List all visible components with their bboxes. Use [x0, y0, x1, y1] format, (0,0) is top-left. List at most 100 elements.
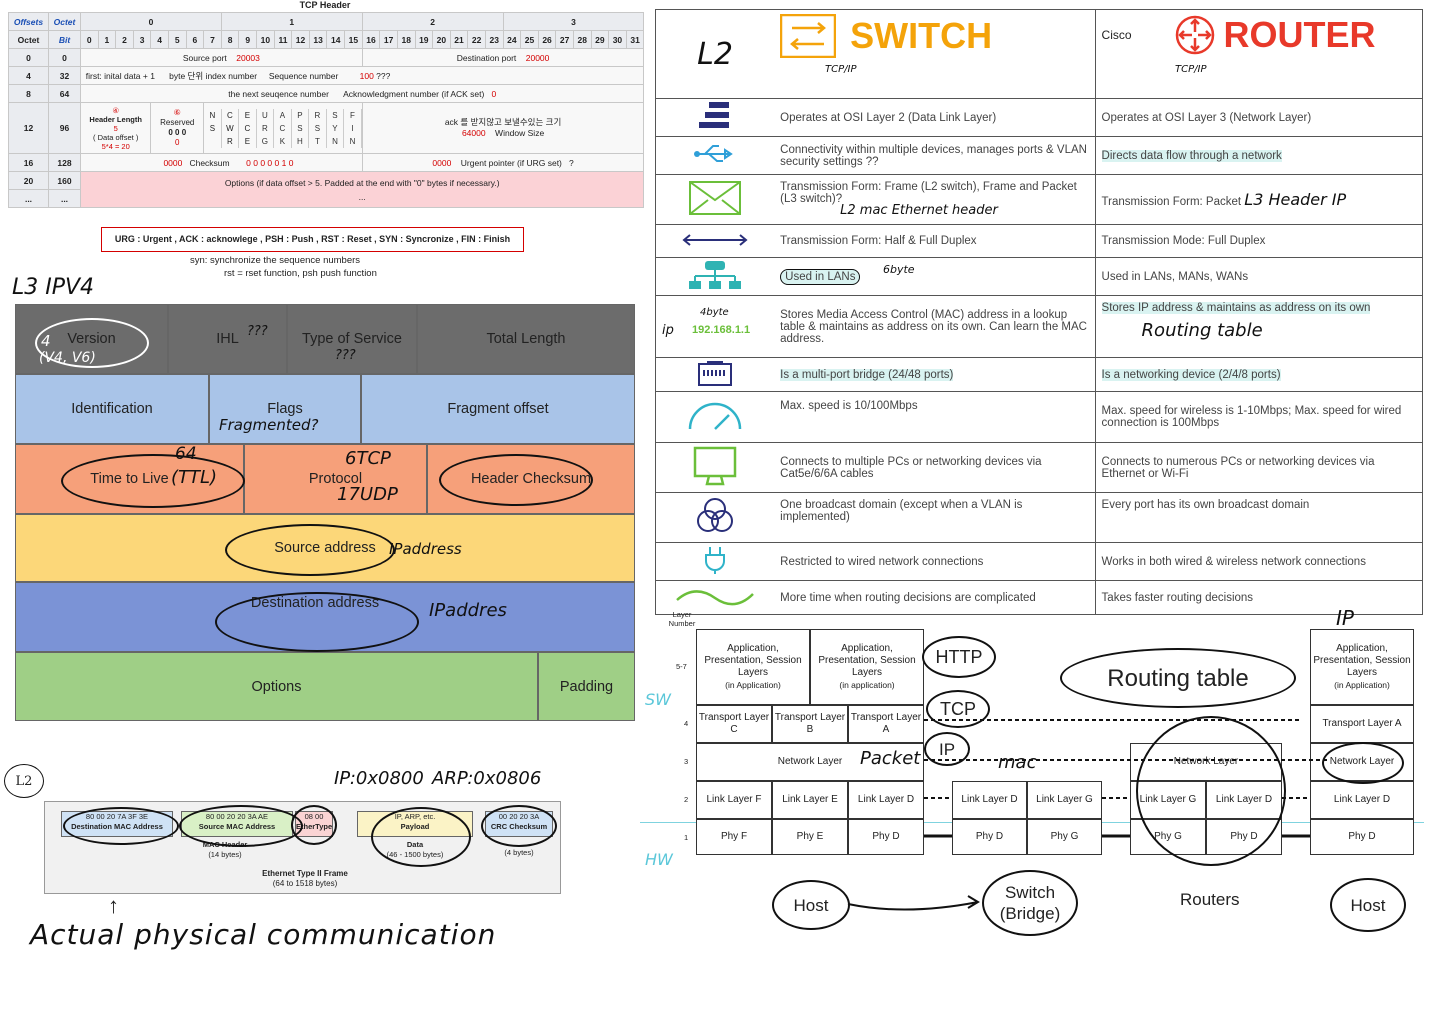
dst-mac-circle: [63, 807, 179, 845]
mac-note: mac: [998, 752, 1037, 773]
layer-num-1: 1: [684, 833, 689, 842]
http-note: HTTP: [922, 636, 996, 678]
octet-cell: 0: [8, 48, 49, 67]
bit-number: 27: [555, 30, 574, 49]
bit-cell: 64: [48, 84, 81, 103]
bit-number: 21: [449, 30, 469, 49]
host-right: Host: [1330, 878, 1406, 932]
ipv4-protocol: Protocol: [244, 444, 427, 514]
bit-number: 7: [203, 30, 222, 49]
physical-communication-note: Actual physical communication: [30, 918, 497, 951]
ihl-question: ???: [247, 324, 268, 339]
router-row-routing: Takes faster routing decisions: [1094, 580, 1424, 615]
octet-group-2: 2: [361, 12, 504, 31]
bit-number: 12: [291, 30, 310, 49]
octet-cell: 8: [8, 84, 49, 103]
tcp-flag-letter: G: [257, 134, 275, 148]
bit-number: 30: [608, 30, 627, 49]
version-annotation-values: (V4, V6): [39, 350, 96, 366]
ttl-64-note: 64: [175, 444, 197, 464]
bit-number: 3: [132, 30, 152, 49]
version-circle: [35, 318, 149, 368]
switch-phy-d: Phy D: [952, 819, 1027, 855]
protocol-udp-note: 17UDP: [337, 484, 398, 505]
plug-icon: [655, 542, 775, 581]
router-row-address: Stores IP address & maintains as address…: [1094, 295, 1424, 358]
switch-link-g: Link Layer G: [1027, 781, 1102, 819]
octet-cell: 12: [8, 102, 49, 154]
tcp-flag-letter: R: [309, 108, 327, 122]
flags-fragmented-note: Fragmented?: [219, 416, 319, 434]
app-layer-host-a: Application, Presentation, Session Layer…: [810, 629, 924, 705]
tcp-flag-letter: C: [274, 121, 292, 135]
phy-e: Phy E: [772, 819, 848, 855]
ipv4-fragment-offset: Fragment offset: [361, 374, 635, 444]
tcp-flags-legend: URG : Urgent , ACK : acknowlege , PSH : …: [101, 227, 524, 252]
bit-number: 20: [432, 30, 451, 49]
switch-row-wired: Restricted to wired network connections: [774, 542, 1096, 581]
app-layer-host-right: Application, Presentation, Session Layer…: [1310, 629, 1414, 705]
tcp-flag-letter: A: [274, 108, 292, 122]
tcp-note: TCP: [926, 690, 990, 728]
tcp-flag-letter: N: [327, 134, 345, 148]
ipv4-identification: Identification: [15, 374, 209, 444]
source-port-cell: Source port 20003: [80, 48, 363, 67]
router-circle: [1136, 716, 1286, 866]
destination-port-cell: Destination port 20000: [361, 48, 645, 67]
layer-num-4: 4: [684, 719, 689, 728]
cisco-label: Cisco: [1101, 28, 1132, 42]
bit-number: 8: [220, 30, 240, 49]
bit-cell: 160: [48, 171, 81, 190]
phy-f: Phy F: [696, 819, 772, 855]
layer-num-567: 5-7: [676, 662, 687, 671]
l2-circle-label: L2: [4, 764, 44, 798]
bit-number: 16: [361, 30, 381, 49]
source-circle: [225, 524, 395, 576]
octet-cell: 20: [8, 171, 49, 190]
router-row-speed: Max. speed for wireless is 1-10Mbps; Max…: [1094, 391, 1424, 443]
sequence-number-cell: first: inital data + 1 byte 단위 index num…: [79, 66, 645, 85]
bit-number: 17: [379, 30, 398, 49]
header-octet-col: Octet: [8, 30, 49, 49]
switch-row-layer: Operates at OSI Layer 2 (Data Link Layer…: [774, 98, 1096, 137]
switch-row-form: Transmission Form: Frame (L2 switch), Fr…: [774, 174, 1096, 225]
octet-group-1: 1: [220, 12, 363, 31]
ttl-abbr-note: (TTL): [171, 467, 218, 488]
bit-number: 14: [326, 30, 346, 49]
layers-icon: [655, 98, 775, 137]
src-mac-circle: [179, 805, 303, 847]
network-icon: [655, 257, 775, 296]
tcp-flag-letter: P: [292, 108, 310, 122]
switch-row-routing: More time when routing decisions are com…: [774, 580, 1096, 615]
switch-bridge: Switch (Bridge): [982, 870, 1078, 936]
tcp-header-title: TCP Header: [299, 0, 351, 10]
tcp-flag-letter: H: [292, 134, 310, 148]
router-tcpip-note: TCP/IP: [1175, 64, 1207, 75]
switch-link-d: Link Layer D: [952, 781, 1027, 819]
tcp-flag-letter: U: [257, 108, 275, 122]
router-row-connects: Connects to numerous PCs or networking d…: [1094, 442, 1424, 493]
link-layer-f: Link Layer F: [696, 781, 772, 819]
app-layer-host-c: Application, Presentation, Session Layer…: [696, 629, 810, 705]
source-port-value: 20003: [236, 52, 260, 63]
tcp-flag-letter: W: [222, 121, 240, 135]
ip-icon: 4byte ip 192.168.1.1: [655, 295, 775, 358]
tcp-flag-letter: R: [222, 134, 240, 148]
ipv4-type-of-service: Type of Service: [287, 304, 417, 374]
bit-cell: 0: [48, 48, 81, 67]
bit-number: 11: [273, 30, 293, 49]
link-layer-d: Link Layer D: [848, 781, 924, 819]
tcp-flag-letter: K: [274, 134, 292, 148]
tcp-flag-letter: I: [344, 121, 362, 135]
transport-layer-a-right: Transport Layer A: [1310, 705, 1414, 743]
switch-row-connects: Connects to multiple PCs or networking d…: [774, 442, 1096, 493]
host-left: Host: [772, 880, 850, 930]
router-header: Cisco ROUTER: [1094, 9, 1424, 99]
octet-group-0: 0: [80, 12, 222, 31]
tcp-flag-letter: C: [239, 121, 257, 135]
tcp-flag-letter: S: [292, 121, 310, 135]
tcp-flag-letter: [205, 134, 222, 148]
router-row-broadcast: Every port has its own broadcast domain: [1094, 492, 1424, 543]
ipv4-header-diagram: Version IHL Type of Service Total Length…: [15, 304, 635, 721]
